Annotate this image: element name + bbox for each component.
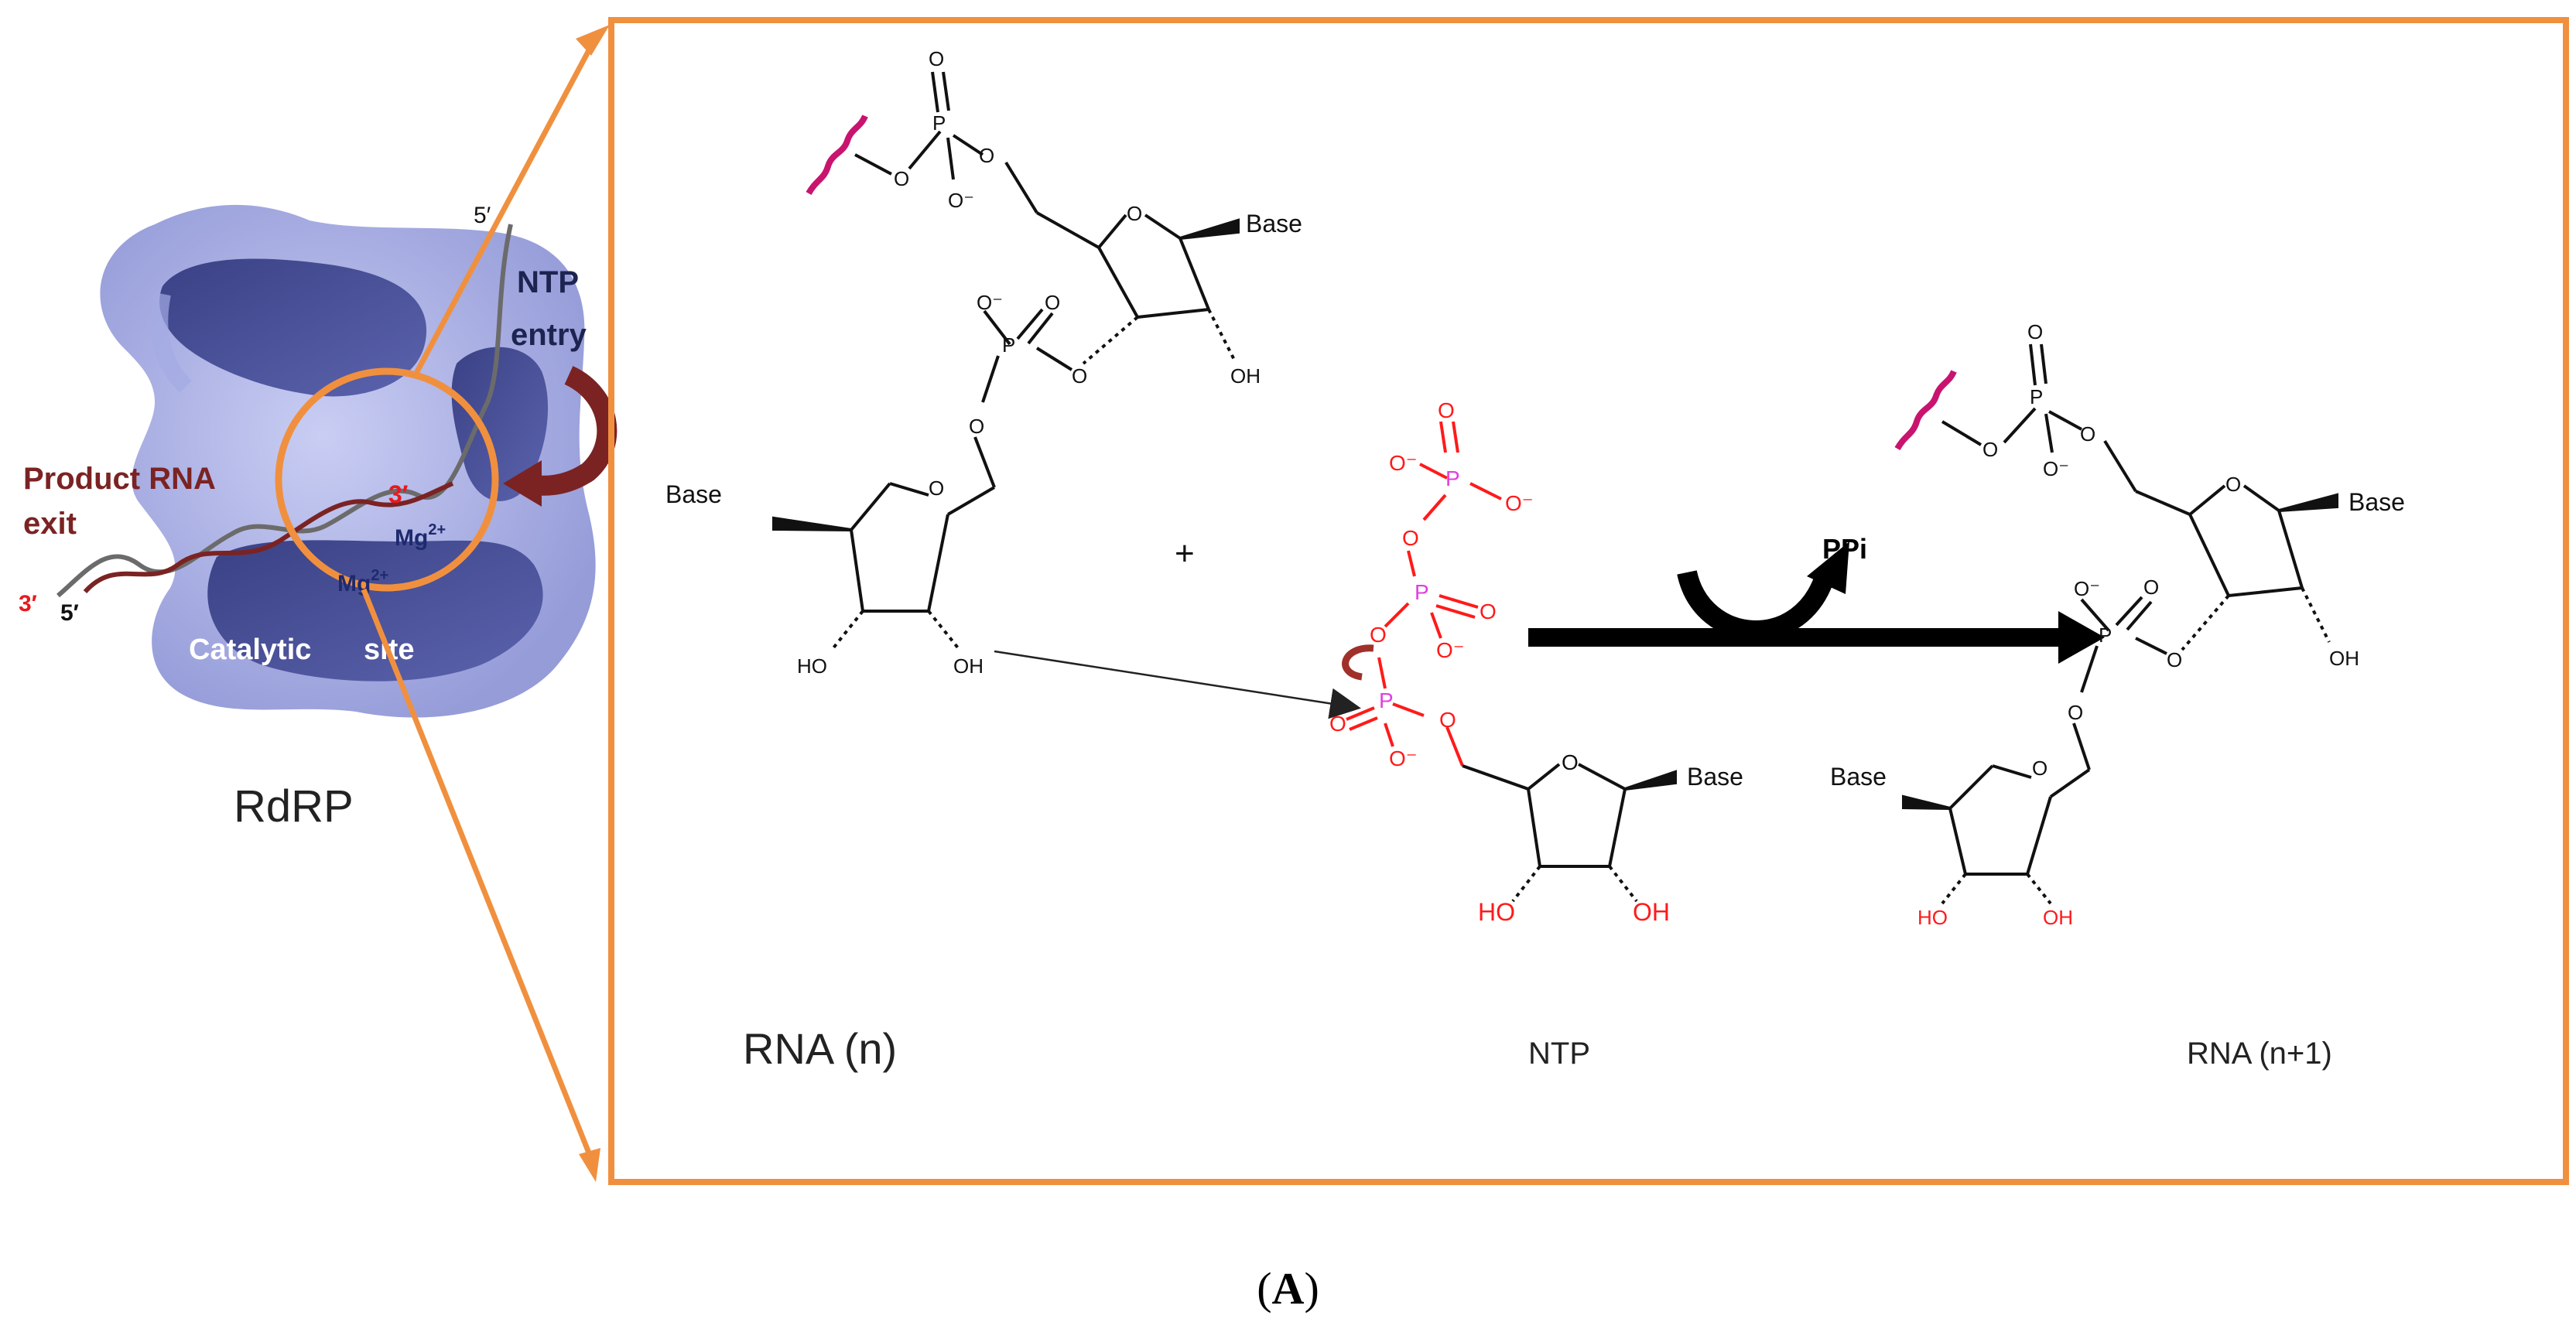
template-rna-strand [56, 224, 513, 598]
svg-text:OH: OH [2043, 906, 2073, 929]
wavy-bond-icon [806, 114, 868, 196]
label-catalytic: Catalytic [189, 634, 311, 666]
zoom-line-top-head [576, 25, 610, 56]
svg-text:OH: OH [1230, 364, 1261, 388]
svg-text:O⁻: O⁻ [2043, 457, 2069, 480]
ntp-atom-labels: O⁻ O P O⁻ O P O O O⁻ P O O O⁻ O Base HO … [1329, 398, 1743, 926]
ntp-ribose [1462, 763, 1677, 903]
svg-text:O⁻: O⁻ [1389, 451, 1418, 475]
reaction-arrow-icon [1528, 541, 2105, 664]
bond-break-curved-arrow-icon [1342, 644, 1374, 681]
rna-n1-structure [1894, 343, 2338, 905]
svg-text:Base: Base [665, 480, 722, 508]
catalytic-site-highlight-circle [275, 367, 499, 592]
label-5prime-outer: 5′ [60, 600, 79, 626]
rna-n-structure [772, 71, 1240, 651]
ntp-label: NTP [1528, 1037, 1590, 1071]
svg-text:Base: Base [1246, 210, 1302, 237]
rna-n-label: RNA (n) [743, 1024, 897, 1073]
rna-n1-label: RNA (n+1) [2187, 1037, 2332, 1071]
label-ntp-entry-1: NTP [517, 265, 579, 299]
ppi-label: PPi [1822, 533, 1867, 565]
svg-text:O⁻: O⁻ [2074, 577, 2100, 600]
svg-text:P: P [2030, 385, 2043, 408]
caption-letter: A [1271, 1263, 1305, 1313]
svg-text:O: O [979, 144, 994, 167]
svg-text:O: O [2167, 648, 2182, 671]
svg-text:O: O [894, 167, 909, 190]
svg-text:Base: Base [1687, 763, 1743, 791]
svg-text:O: O [1370, 623, 1387, 647]
svg-text:O: O [2143, 576, 2159, 599]
svg-text:P: P [2099, 623, 2112, 647]
svg-text:O⁻: O⁻ [1389, 746, 1418, 770]
svg-text:O: O [1402, 526, 1419, 550]
svg-text:P: P [1379, 688, 1394, 712]
svg-text:P: P [1415, 580, 1429, 604]
svg-text:O: O [929, 477, 944, 500]
label-mg-1: Mg2+ [395, 521, 446, 551]
svg-text:Base: Base [2349, 488, 2405, 516]
svg-text:O: O [2080, 422, 2095, 446]
zoom-line-bottom-head [579, 1148, 600, 1182]
rdrp-protein-illustration [100, 204, 596, 718]
rna-n1-atom-labels: O P O O O⁻ O Base OH O⁻ O P O O O Base H… [1830, 320, 2405, 929]
rna-n-atom-labels: O P O O O⁻ O Base OH O⁻ O P O O O Base H… [665, 47, 1302, 678]
label-product-rna: Product RNA [23, 462, 216, 496]
svg-text:O⁻: O⁻ [1505, 491, 1534, 515]
svg-text:OH: OH [2329, 647, 2359, 670]
label-exit: exit [23, 507, 77, 541]
svg-text:HO: HO [1478, 898, 1515, 926]
svg-text:O⁻: O⁻ [948, 189, 974, 212]
zoom-line-bottom [361, 588, 597, 1168]
svg-text:OH: OH [953, 654, 984, 678]
svg-text:O: O [1045, 291, 1060, 314]
svg-text:OH: OH [1633, 898, 1670, 926]
svg-text:O: O [2032, 757, 2047, 780]
label-rdrp: RdRP [234, 781, 354, 832]
label-3prime-inner: 3′ [388, 480, 409, 508]
svg-text:O: O [2225, 473, 2241, 496]
svg-text:O⁻: O⁻ [1436, 638, 1465, 662]
svg-text:HO: HO [797, 654, 827, 678]
svg-text:O: O [1329, 712, 1346, 736]
svg-text:HO: HO [1917, 906, 1948, 929]
protein-groove-bottom [207, 540, 543, 681]
svg-text:P: P [1002, 333, 1015, 357]
protein-groove-top [159, 258, 427, 397]
protein-ridge [151, 292, 193, 393]
label-3prime-outer: 3′ [19, 591, 37, 617]
rna-strands [56, 224, 513, 598]
svg-text:O⁻: O⁻ [977, 291, 1003, 314]
figure-caption: (A) [0, 1262, 2576, 1314]
svg-text:P: P [932, 111, 946, 135]
ntp-structure [1346, 421, 1502, 767]
svg-text:O: O [1072, 364, 1087, 388]
svg-text:O: O [929, 47, 944, 70]
product-rna-strand [83, 481, 454, 594]
plus-sign: + [1175, 535, 1195, 572]
svg-text:O: O [1438, 398, 1455, 422]
svg-text:O: O [1439, 708, 1456, 732]
svg-text:O: O [1562, 750, 1579, 774]
zoom-line-top [411, 39, 597, 379]
label-ntp-entry-2: entry [511, 318, 587, 352]
svg-text:O: O [1127, 202, 1142, 225]
ntp-entry-arrow-icon [503, 366, 617, 507]
svg-text:Base: Base [1830, 763, 1887, 791]
svg-text:O: O [969, 415, 984, 438]
svg-text:O: O [1480, 600, 1497, 623]
label-5prime-top: 5′ [474, 203, 491, 228]
svg-text:O: O [1982, 438, 1998, 461]
reaction-zoom-frame [608, 17, 2569, 1185]
svg-text:O: O [2068, 701, 2083, 724]
caption-open-paren: ( [1257, 1263, 1272, 1313]
svg-text:O: O [2027, 320, 2043, 343]
protein-groove-right [451, 347, 549, 501]
wavy-bond-icon-right [1894, 370, 1957, 451]
svg-text:P: P [1445, 466, 1460, 490]
caption-close-paren: ) [1304, 1263, 1319, 1313]
nucleophilic-attack-arrow [994, 650, 1361, 719]
